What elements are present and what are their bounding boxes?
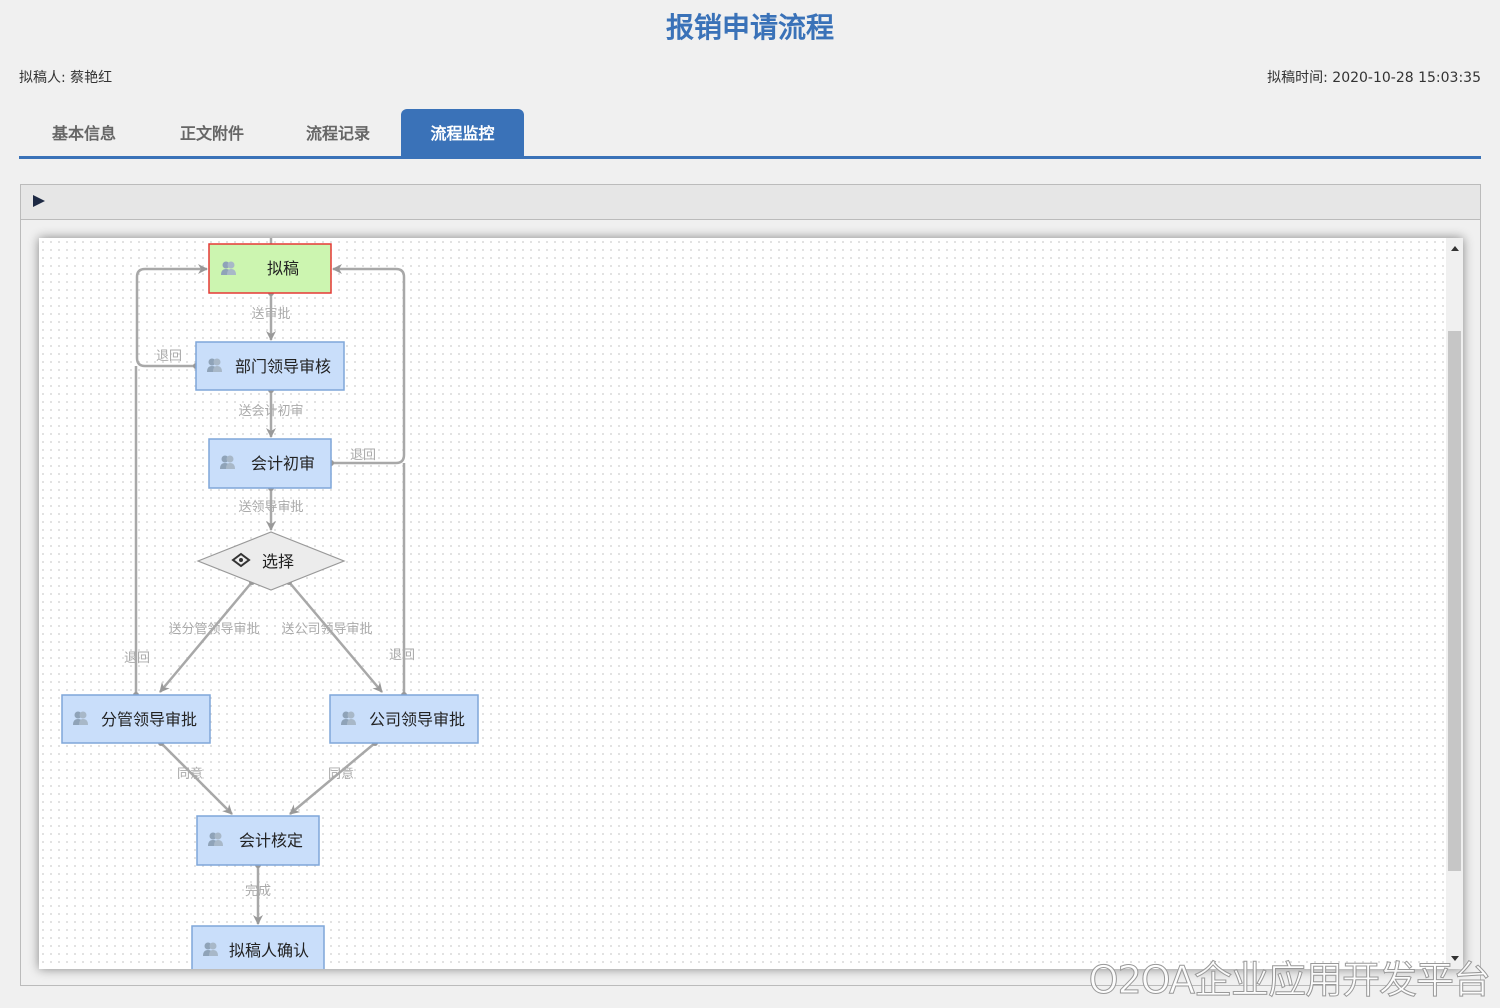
edge-label: 送领导审批 <box>238 500 303 515</box>
edge-agree-1 <box>160 742 233 815</box>
tab-flow-records[interactable]: 流程记录 <box>305 124 370 143</box>
node-accounting-initial[interactable]: 会计初审 <box>208 438 332 489</box>
svg-text:会计核定: 会计核定 <box>239 831 303 850</box>
node-choice[interactable]: 选择 <box>196 531 346 591</box>
edge-label: 送审批 <box>251 307 290 322</box>
flow-diagram: 送审批 送会计初审 送领导审批 送分管领导审批 送公司领导审批 同意 同意 完成… <box>61 238 479 969</box>
node-draft[interactable]: 拟稿 <box>208 243 332 294</box>
toolbar <box>21 185 1480 220</box>
svg-text:公司领导审批: 公司领导审批 <box>369 710 465 729</box>
page-title: 报销申请流程 <box>665 11 834 44</box>
svg-text:选择: 选择 <box>262 552 294 571</box>
edge-label: 同意 <box>328 766 354 782</box>
draft-time-value: 2020-10-28 15:03:35 <box>1332 70 1481 86</box>
edge-agree-2 <box>289 742 376 815</box>
drafter-label: 拟稿人: <box>19 70 66 86</box>
node-dept-leader-review[interactable]: 部门领导审核 <box>195 341 345 391</box>
edge-label: 送公司领导审批 <box>281 622 372 637</box>
draft-time-label: 拟稿时间: <box>1267 70 1328 86</box>
drafter-name: 蔡艳红 <box>70 70 113 86</box>
node-drafter-confirm[interactable]: 拟稿人确认 <box>191 925 325 969</box>
edge-return-2 <box>331 264 406 465</box>
scroll-up-icon[interactable] <box>1451 246 1459 251</box>
svg-text:分管领导审批: 分管领导审批 <box>101 710 197 729</box>
edge-label: 退回 <box>156 349 182 364</box>
edge-label: 同意 <box>177 766 203 782</box>
watermark: O2OA企业应用开发平台 <box>1088 958 1491 1003</box>
edge-return-1 <box>135 264 208 368</box>
svg-text:拟稿: 拟稿 <box>267 259 299 278</box>
svg-text:会计初审: 会计初审 <box>251 454 315 473</box>
edge-label: 完成 <box>245 884 271 899</box>
flow-canvas[interactable]: 送审批 送会计初审 送领导审批 送分管领导审批 送公司领导审批 同意 同意 完成… <box>39 238 1463 969</box>
tab-bar: 基本信息 正文附件 流程记录 流程监控 <box>19 109 1481 159</box>
edge-send-company-leader <box>288 581 383 693</box>
edge-label: 送会计初审 <box>238 404 303 419</box>
node-branch-leader-approval[interactable]: 分管领导审批 <box>61 694 211 744</box>
draft-time-info: 拟稿时间: 2020-10-28 15:03:35 <box>1267 67 1481 87</box>
node-accounting-verify[interactable]: 会计核定 <box>196 815 320 866</box>
edge-label: 退回 <box>124 651 150 666</box>
tab-attachments[interactable]: 正文附件 <box>179 124 244 143</box>
scroll-thumb[interactable] <box>1448 331 1461 871</box>
edge-label: 退回 <box>350 448 376 463</box>
svg-text:拟稿人确认: 拟稿人确认 <box>229 941 309 960</box>
vertical-scrollbar[interactable] <box>1446 238 1463 969</box>
flow-monitor-panel: 送审批 送会计初审 送领导审批 送分管领导审批 送公司领导审批 同意 同意 完成… <box>20 184 1481 986</box>
edge-label: 送分管领导审批 <box>168 622 259 637</box>
drafter-info: 拟稿人: 蔡艳红 <box>19 67 112 87</box>
tab-basic-info[interactable]: 基本信息 <box>51 124 116 143</box>
choice-icon <box>231 552 251 568</box>
node-company-leader-approval[interactable]: 公司领导审批 <box>329 694 479 744</box>
scroll-down-icon[interactable] <box>1451 956 1459 961</box>
svg-text:部门领导审核: 部门领导审核 <box>235 357 331 376</box>
play-icon[interactable] <box>33 195 45 207</box>
tab-flow-monitor[interactable]: 流程监控 <box>401 109 524 156</box>
edge-send-branch-leader <box>159 581 253 693</box>
edge-label: 退回 <box>389 648 415 663</box>
